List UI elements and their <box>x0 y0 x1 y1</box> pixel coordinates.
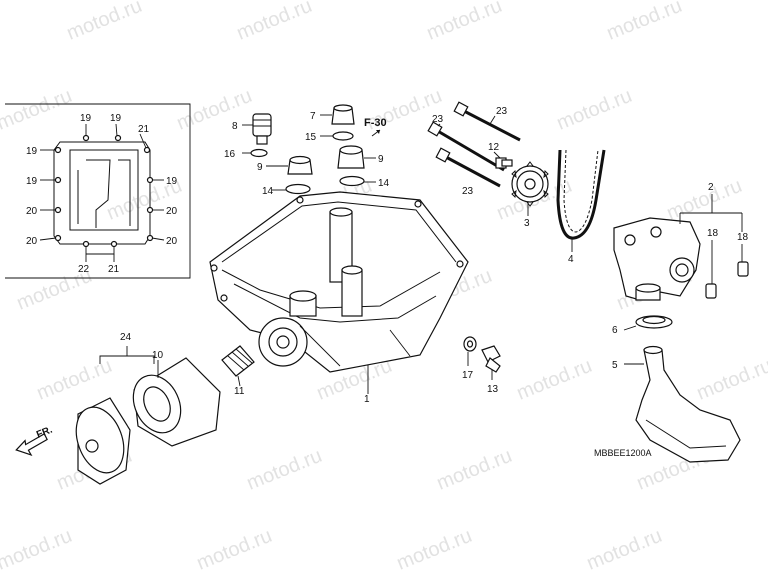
front-direction-indicator: FR. <box>15 424 54 456</box>
drain-bolt-group: 17 13 <box>462 336 501 395</box>
watermark: motod.ru <box>64 0 145 45</box>
callout-label: 20 <box>166 236 178 247</box>
watermark: motod.ru <box>514 355 595 405</box>
arrow-icon <box>15 433 48 456</box>
callout-label: 19 <box>110 113 122 124</box>
callout-label: 8 <box>232 121 238 132</box>
callout-label: 7 <box>310 111 316 122</box>
callout-label: 20 <box>166 206 178 217</box>
watermark: motod.ru <box>244 445 325 495</box>
watermark: motod.ru <box>394 525 475 575</box>
oil-pump: 2 18 18 <box>613 182 749 301</box>
callout-label: 23 <box>462 186 474 197</box>
callout-label: 18 <box>707 228 719 239</box>
oil-filter-cartridge: 24 <box>75 332 155 485</box>
callout-label: 14 <box>378 178 390 189</box>
watermark: motod.ru <box>0 85 75 135</box>
oil-filter: 10 <box>132 350 221 447</box>
callout-label: 3 <box>524 218 530 229</box>
bolts-group: 23 23 23 12 <box>427 101 521 197</box>
inset-pan-outline <box>53 141 151 245</box>
callout-label: 14 <box>262 186 274 197</box>
callout-label: 18 <box>737 232 749 243</box>
callout-label: 11 <box>234 386 245 397</box>
watermark: motod.ru <box>0 525 75 575</box>
watermark: motod.ru <box>194 525 275 575</box>
watermark: motod.ru <box>174 85 255 135</box>
callout-label: 22 <box>78 264 90 275</box>
watermark: motod.ru <box>434 445 515 495</box>
callout-label: 19 <box>26 146 38 157</box>
callout-label: 13 <box>487 384 499 395</box>
oil-strainer: 5 <box>612 345 741 463</box>
inset-frame <box>5 103 191 279</box>
watermark: motod.ru <box>424 0 505 45</box>
callout-label: 19 <box>166 176 178 187</box>
callout-label: 20 <box>26 236 38 247</box>
callout-label: 24 <box>120 332 132 343</box>
diagram-code: MBBEE1200A <box>594 448 652 458</box>
callout-label: 9 <box>257 162 263 173</box>
watermark: motod.ru <box>694 355 768 405</box>
watermark: motod.ru <box>604 0 685 45</box>
callout-label: 15 <box>305 132 317 143</box>
oil-level-plug-group: 8 16 <box>224 113 272 160</box>
inset-bolt-pattern: 19 19 21 19 19 19 20 20 20 20 22 21 <box>5 103 191 279</box>
callout-label: 23 <box>432 114 444 125</box>
callout-label: 16 <box>224 149 236 160</box>
watermark: motod.ru <box>664 175 745 225</box>
callout-label: 10 <box>152 350 164 361</box>
filter-stud: 11 <box>221 345 255 397</box>
seal-group: 7 15 9 9 14 14 <box>257 104 390 197</box>
callout-label: 19 <box>80 113 92 124</box>
watermark: motod.ru <box>34 355 115 405</box>
direction-label: FR. <box>35 424 54 440</box>
inset-leader-lines <box>39 123 165 262</box>
callout-label: 6 <box>612 325 618 336</box>
callout-label: 19 <box>26 176 38 187</box>
reference-marker: F-30 <box>364 117 387 137</box>
watermark: motod.ru <box>234 0 315 45</box>
callout-label: 17 <box>462 370 474 381</box>
callout-label: 9 <box>378 154 384 165</box>
watermark: motod.ru <box>554 85 635 135</box>
callout-label: 2 <box>708 182 714 193</box>
drive-chain: 4 <box>556 149 606 265</box>
watermark: motod.ru <box>584 525 665 575</box>
pump-gasket: 6 <box>612 315 673 336</box>
callout-label: 23 <box>496 106 508 117</box>
reference-label: F-30 <box>364 117 387 129</box>
callout-label: 5 <box>612 360 618 371</box>
callout-label: 20 <box>26 206 38 217</box>
callout-label: 1 <box>364 394 370 405</box>
oil-pan: 1 <box>209 191 469 405</box>
callout-label: 12 <box>488 142 500 153</box>
callout-label: 4 <box>568 254 574 265</box>
callout-label: 21 <box>108 264 120 275</box>
callout-label: 21 <box>138 124 150 135</box>
oil-pump-sprocket: 3 <box>511 161 549 229</box>
